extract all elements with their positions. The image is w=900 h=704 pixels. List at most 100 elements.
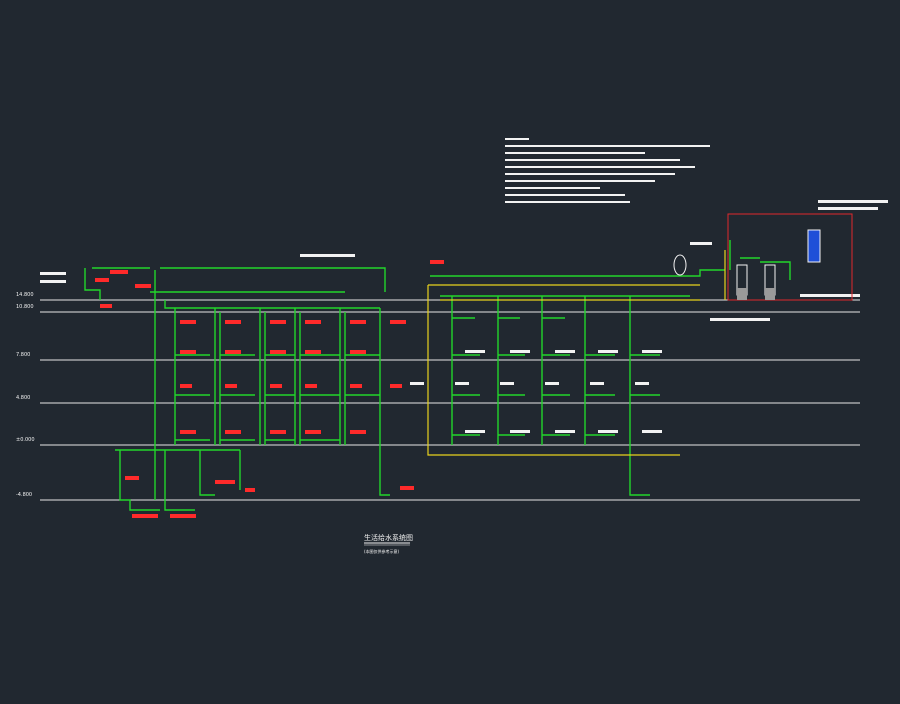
riser [629, 296, 650, 496]
elevation-label: ±0.000 [16, 437, 35, 443]
pressure-vessel [673, 254, 687, 276]
pipe-label [300, 254, 355, 257]
red-annotation [225, 384, 237, 388]
red-annotation [95, 278, 109, 282]
red-annotation [270, 384, 282, 388]
design-notes-line [505, 194, 625, 196]
pump-base [737, 288, 747, 300]
pipe-label [40, 272, 66, 275]
design-notes-line [505, 159, 680, 161]
red-annotation [350, 430, 366, 434]
main-pipe [164, 300, 380, 309]
pipe-label [818, 200, 888, 203]
design-notes-line [505, 138, 529, 140]
design-notes-line [505, 180, 655, 182]
red-annotation [390, 384, 402, 388]
red-annotation [270, 430, 286, 434]
water-tank [807, 229, 821, 263]
pipe-label [818, 207, 878, 210]
pump-room [673, 213, 853, 301]
pipe-label [800, 294, 860, 297]
pipe-label [500, 382, 514, 385]
main-pipe [160, 267, 386, 292]
pipe-label [590, 382, 604, 385]
red-annotation [225, 430, 241, 434]
elevation-labels: 14.800 10.800 7.800 4.800 ±0.000 -4.800 [16, 292, 35, 498]
floor-lines [40, 299, 860, 501]
pipe-label [598, 350, 618, 353]
red-annotation [305, 350, 321, 354]
pump-room-border [727, 213, 853, 301]
red-annotation [430, 260, 444, 264]
red-annotation [215, 480, 235, 484]
design-notes-line [505, 173, 675, 175]
pipe-label [555, 430, 575, 433]
pipe-label [510, 430, 530, 433]
pipe-label [40, 280, 66, 283]
elevation-label: 10.800 [16, 304, 34, 310]
red-annotation [180, 430, 196, 434]
red-annotation [170, 514, 196, 518]
main-pipe [84, 268, 101, 300]
red-annotation [350, 384, 362, 388]
red-annotation [180, 320, 196, 324]
red-annotation [270, 320, 286, 324]
red-annotation [100, 304, 112, 308]
riser [119, 450, 160, 511]
pipe-label [710, 318, 770, 321]
elevation-label: 14.800 [16, 292, 34, 298]
pump-base [765, 288, 775, 300]
red-annotation [180, 350, 196, 354]
design-notes-line [505, 152, 645, 154]
drawing-subtitle: (本图仅供参考示意) [364, 548, 400, 554]
red-annotation [135, 284, 151, 288]
main-pipe [430, 269, 725, 277]
riser [379, 308, 390, 496]
elevation-label: 7.800 [16, 352, 30, 358]
red-annotation [350, 350, 366, 354]
red-annotation [132, 514, 158, 518]
pipe-label [510, 350, 530, 353]
pipe-label [545, 382, 559, 385]
red-annotation [350, 320, 366, 324]
white-annotations [40, 138, 888, 433]
red-annotation [305, 430, 321, 434]
drawing-title: 生活给水系统图 [364, 533, 413, 542]
red-annotation [125, 476, 139, 480]
design-notes-line [505, 166, 695, 168]
pipe-label [465, 350, 485, 353]
riser [164, 450, 195, 511]
design-notes-line [505, 187, 600, 189]
pipe-label [598, 430, 618, 433]
design-notes-line [505, 201, 630, 203]
yellow-pipe-network [427, 250, 726, 456]
pipe-label [690, 242, 712, 245]
equipment-pipe [729, 240, 791, 280]
green-pipe-network [84, 240, 791, 511]
red-annotation [225, 320, 241, 324]
elevation-label: -4.800 [16, 492, 32, 498]
red-annotations [95, 260, 444, 518]
riser [199, 450, 215, 496]
red-annotation [225, 350, 241, 354]
red-annotation [245, 488, 255, 492]
red-annotation [390, 320, 406, 324]
pipe-label [635, 382, 649, 385]
red-annotation [400, 486, 414, 490]
red-annotation [305, 384, 317, 388]
red-annotation [110, 270, 128, 274]
design-notes-line [505, 145, 710, 147]
pipe-label [465, 430, 485, 433]
pipe-label [555, 350, 575, 353]
red-annotation [180, 384, 192, 388]
pipe-label [642, 350, 662, 353]
pipe-label [455, 382, 469, 385]
elevation-label: 4.800 [16, 395, 30, 401]
pipe-label [410, 382, 424, 385]
red-annotation [270, 350, 286, 354]
pipe-label [642, 430, 662, 433]
drawing-title-block: 生活给水系统图 (本图仅供参考示意) [364, 533, 413, 554]
red-annotation [305, 320, 321, 324]
